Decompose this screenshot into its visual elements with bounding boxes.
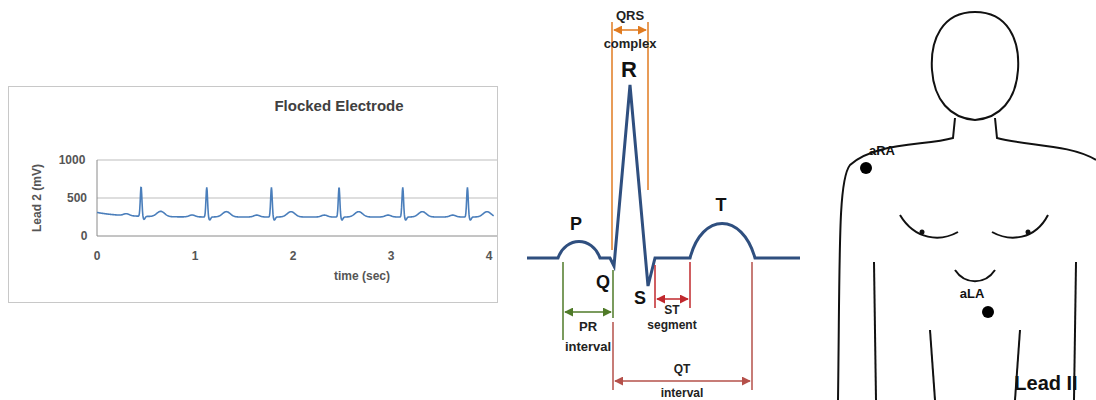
ecg-waveform (527, 85, 800, 286)
interval-label: ST segment (646, 303, 698, 333)
axis-title: time (sec) (334, 269, 390, 283)
electrode-label: aRA (869, 143, 895, 158)
wave-letter: R (621, 57, 637, 83)
axis-tick: 1000 (59, 153, 86, 167)
wave-letter: S (634, 288, 646, 309)
electrode-dot (860, 162, 872, 174)
qrs-bracket (612, 22, 648, 250)
axis-tick: 0 (94, 249, 101, 263)
chart-title: Flocked Electrode (274, 97, 403, 114)
electrode-label: aLA (960, 286, 985, 301)
axis-tick: 4 (486, 249, 493, 263)
body-outline (838, 12, 1096, 400)
axis-tick: 2 (290, 249, 297, 263)
axis-title: Lead 2 (mV) (30, 164, 44, 232)
wave-letter: T (716, 195, 727, 216)
st-bracket (655, 262, 690, 308)
electrode-dot (982, 306, 994, 318)
axis-tick: 1 (192, 249, 199, 263)
axis-tick: 0 (81, 229, 88, 243)
chart-grid (97, 160, 497, 236)
axis-tick: 3 (388, 249, 395, 263)
ecg-trace (97, 187, 494, 220)
interval-label: PR interval (562, 317, 614, 357)
axis-tick: 500 (67, 191, 87, 205)
nipple (1026, 230, 1031, 235)
wave-letter: Q (596, 272, 610, 293)
lead-label: Lead II (1014, 372, 1077, 395)
interval-label: QT interval (656, 357, 708, 400)
nipple (920, 230, 925, 235)
wave-letter: P (570, 214, 582, 235)
interval-label: QRS complex (600, 2, 660, 58)
